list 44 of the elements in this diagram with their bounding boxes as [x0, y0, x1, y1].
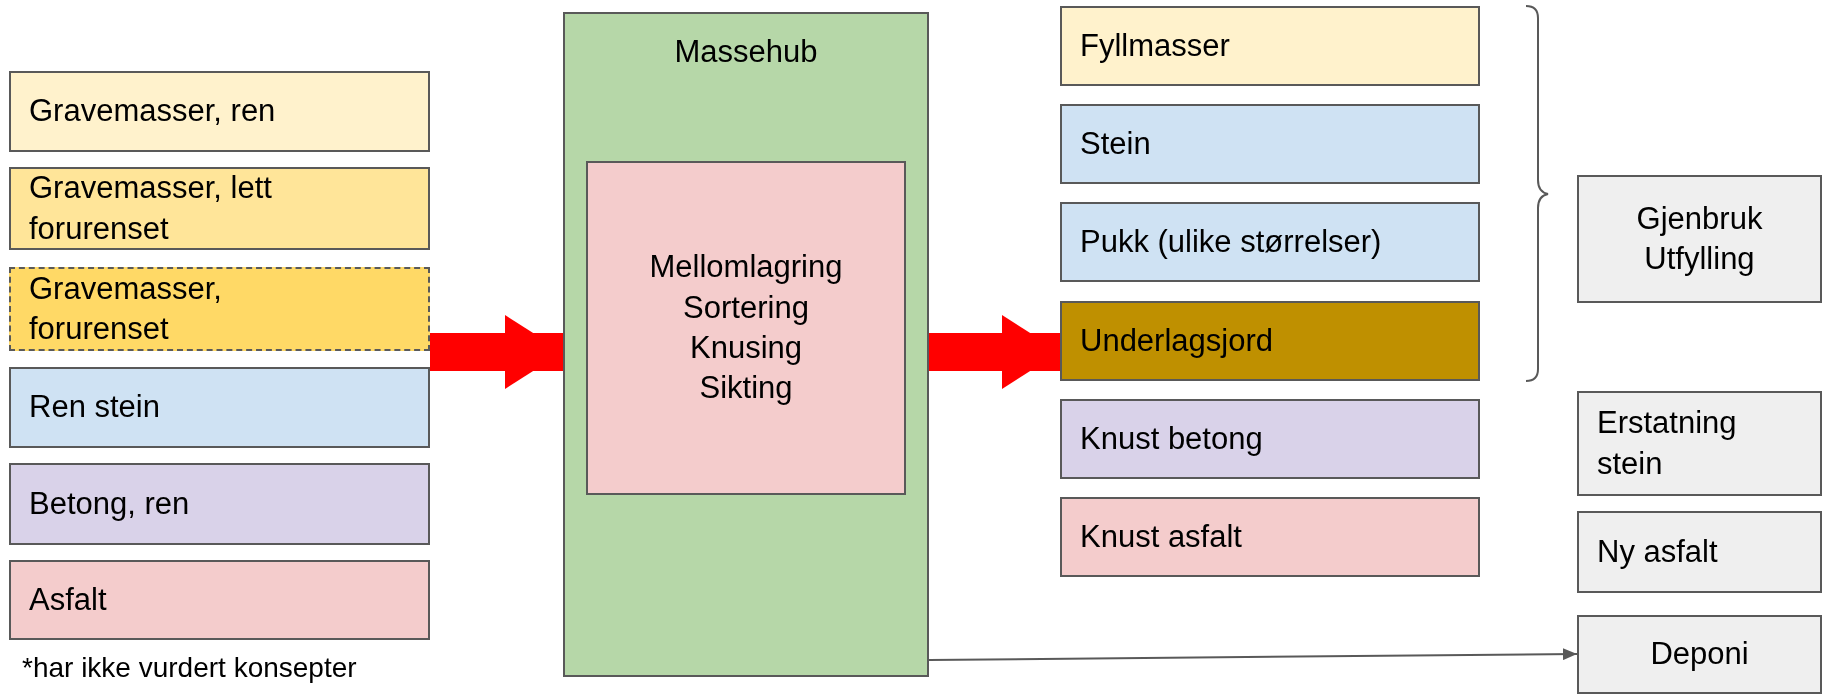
- node-text: Mellomlagring: [648, 248, 844, 287]
- node-text: Erstatning stein: [1597, 404, 1738, 483]
- material-box: [9, 463, 430, 545]
- node-text: Knusing: [689, 329, 803, 367]
- node-text: Sortering: [682, 288, 810, 327]
- block-arrow: [929, 315, 1060, 389]
- node-text: Gravemasser, lett forurenset: [29, 169, 273, 248]
- node-text: Pukk (ulike størrelser): [1080, 222, 1383, 261]
- node-text: Knust asfalt: [1080, 517, 1243, 556]
- material-box: [1060, 6, 1480, 86]
- arrow: [928, 648, 1578, 661]
- material-box: [9, 167, 430, 250]
- node-text: Betong, ren: [29, 484, 191, 523]
- material-box: [9, 71, 430, 152]
- material-box: [1060, 202, 1480, 282]
- material-box: [1577, 175, 1822, 303]
- node-text: Gravemasser, ren: [29, 92, 277, 131]
- material-box: [9, 267, 430, 351]
- node-text: Knust betong: [1080, 419, 1264, 458]
- material-box: [1577, 391, 1822, 496]
- node-text: Gjenbruk: [1635, 199, 1764, 238]
- node-text: Stein: [1080, 124, 1152, 163]
- node-text: Utfylling: [1643, 240, 1756, 278]
- node-text: Ren stein: [29, 388, 161, 427]
- node-text: Asfalt: [29, 580, 108, 619]
- process-box: [586, 161, 906, 495]
- material-box: [9, 367, 430, 448]
- material-box: [1577, 615, 1822, 694]
- node-text: Sikting: [698, 369, 794, 408]
- material-box: [1577, 511, 1822, 593]
- material-box: [1060, 399, 1480, 479]
- hub-title: Massehub: [673, 33, 819, 71]
- hub-box: [563, 12, 929, 677]
- block-arrow: [430, 315, 563, 389]
- material-box: [1060, 301, 1480, 381]
- material-box: [1060, 497, 1480, 577]
- material-box: [9, 560, 430, 640]
- node-text: Underlagsjord: [1080, 321, 1274, 360]
- node-text: Deponi: [1649, 635, 1750, 674]
- footnote: *har ikke vurdert konsepter: [22, 652, 357, 684]
- material-box: [1060, 104, 1480, 184]
- node-text: Gravemasser, forurenset: [29, 269, 223, 348]
- node-text: Fyllmasser: [1080, 26, 1231, 65]
- node-text: Ny asfalt: [1597, 532, 1719, 571]
